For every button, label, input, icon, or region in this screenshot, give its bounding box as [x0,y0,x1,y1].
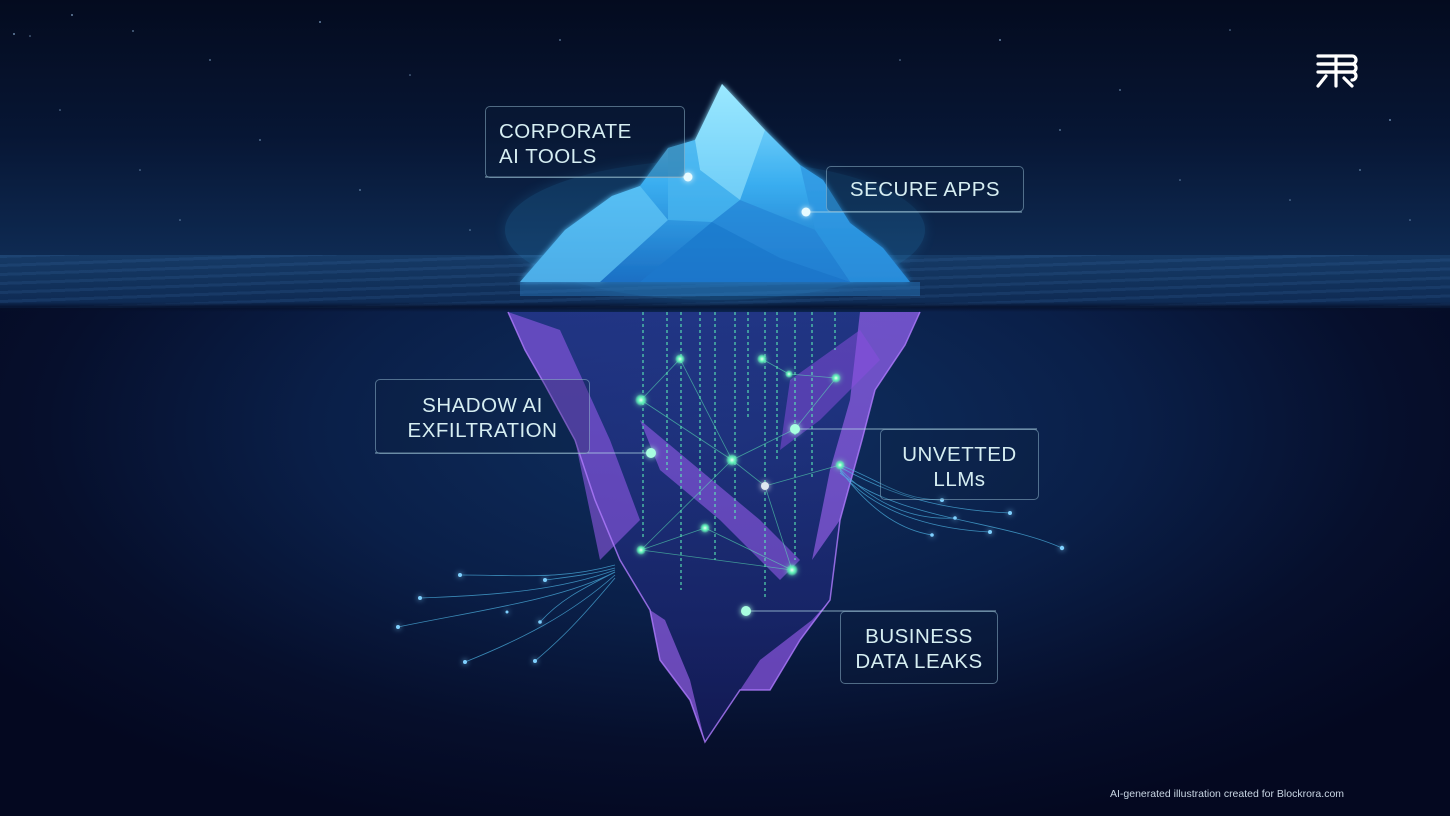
network-nodes [635,354,845,576]
network-connections [640,358,841,571]
label-line: AI TOOLS [499,145,597,168]
data-streams [642,312,836,600]
label-line: UNVETTED [902,443,1017,466]
label-line: BUSINESS [865,625,973,648]
label-line: CORPORATE [499,120,632,143]
stars [13,14,1411,231]
callout-lines [375,176,1037,612]
label-line: SECURE APPS [849,178,1001,201]
submerged-iceberg [507,311,921,744]
tendril-endpoints-left [396,573,547,664]
tendril-endpoints-right [930,498,1065,551]
label-line: LLMs [933,468,986,491]
credit-text: AI-generated illustration created for Bl… [1110,788,1345,800]
callout-dots [646,172,811,616]
waterline [0,302,1450,312]
label-line: EXFILTRATION [407,419,558,442]
iceberg-tip [520,84,910,282]
tendrils-left [397,564,616,663]
label-unvetted-llms: UNVETTED LLMs [880,429,1039,500]
label-business-data-leaks: BUSINESS DATA LEAKS [840,611,998,684]
label-line: SHADOW AI [422,394,543,417]
tendrils-right [839,464,1063,549]
blockrora-logo-icon [1316,54,1358,88]
label-corporate-ai-tools: CORPORATE AI TOOLS [485,106,685,178]
label-secure-apps: SECURE APPS [826,166,1024,212]
label-shadow-ai-exfiltration: SHADOW AI EXFILTRATION [375,379,590,454]
label-line: DATA LEAKS [855,650,983,673]
